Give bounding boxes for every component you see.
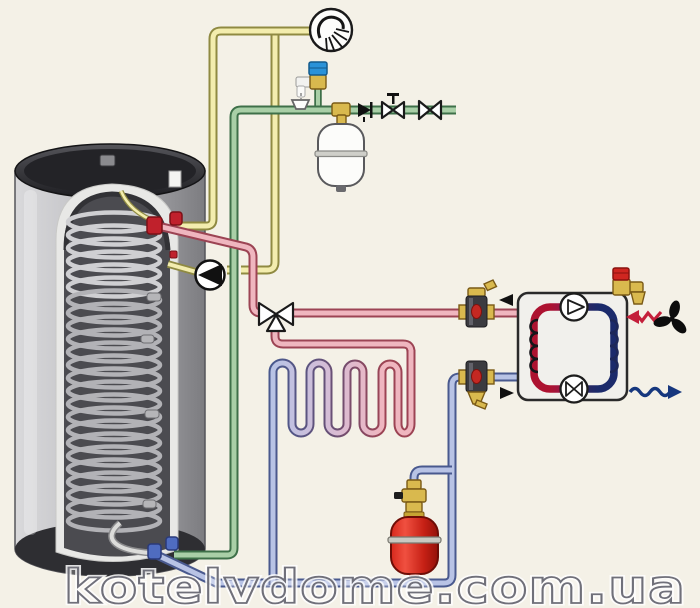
coil-ring	[65, 340, 163, 364]
sensor-pocket	[140, 334, 155, 344]
coil-outlet-tube	[109, 521, 153, 555]
sensor-pocket	[142, 499, 157, 509]
dirt-separator	[458, 360, 495, 410]
coil-ring	[65, 418, 163, 442]
tee-fitting	[331, 102, 351, 117]
return-port-clip	[147, 543, 162, 560]
heat-pump-unit	[516, 291, 629, 404]
flow-direction-arrow-left	[499, 294, 513, 306]
coil-ring	[65, 444, 163, 468]
dhw-storage-tank	[14, 143, 206, 577]
shutoff-valve	[417, 99, 443, 121]
coil-ring	[65, 327, 163, 351]
tank-cap-inner	[24, 149, 196, 193]
tank-top-fitting	[99, 154, 116, 167]
fill-valve-brass	[394, 479, 427, 519]
cold-port-clip	[165, 536, 179, 551]
shower-icon	[308, 7, 354, 53]
watermark: kotelvdome.com.ua kotelvdome.com.ua	[62, 558, 688, 608]
evaporator-coil	[529, 318, 539, 374]
sensor-pocket	[146, 292, 162, 302]
tank-highlight	[24, 190, 37, 535]
coil-ring	[65, 262, 163, 286]
coil-ring	[65, 223, 163, 247]
coil-ring	[65, 314, 163, 338]
coil-ring	[65, 483, 163, 507]
coil-ring	[65, 496, 163, 520]
dhw-port-valve	[169, 211, 183, 226]
coil-ring	[65, 236, 163, 260]
coil-ring	[65, 379, 163, 403]
air-separator	[458, 279, 498, 328]
coil-ring	[65, 470, 163, 494]
recirc-port-fitting	[169, 250, 178, 259]
flow-direction-arrow-right	[500, 387, 514, 399]
coil-ring	[65, 249, 163, 273]
three-way-mixing-valve	[257, 301, 295, 333]
check-valve	[358, 102, 373, 122]
safety-valve-blue-cap	[295, 61, 328, 98]
coil-ring	[65, 392, 163, 416]
fan-icon	[653, 300, 687, 334]
watermark-halo: kotelvdome.com.ua	[64, 560, 686, 608]
cold-air-arrow	[628, 385, 682, 399]
coil-ring	[65, 405, 163, 429]
drain-funnel	[290, 93, 311, 110]
coil-ring	[65, 457, 163, 481]
watermark-text: kotelvdome.com.ua	[64, 560, 686, 608]
coil-ring	[65, 366, 163, 390]
dhw-expansion-vessel-white	[314, 102, 368, 192]
coil-ring	[65, 431, 163, 455]
heating-expansion-vessel-red	[387, 516, 442, 579]
flow-port-valve	[146, 216, 163, 235]
warm-air-arrow	[626, 310, 663, 324]
condenser-coil	[609, 318, 619, 374]
tank-label	[168, 170, 182, 188]
safety-valve-red-cap	[612, 267, 646, 305]
circulation-pump	[194, 259, 226, 291]
sensor-pocket	[144, 409, 160, 419]
shutoff-valve-with-stem	[380, 93, 406, 120]
coil-ring	[65, 353, 163, 377]
coil-ring	[65, 301, 163, 325]
coil-ring	[65, 275, 163, 299]
